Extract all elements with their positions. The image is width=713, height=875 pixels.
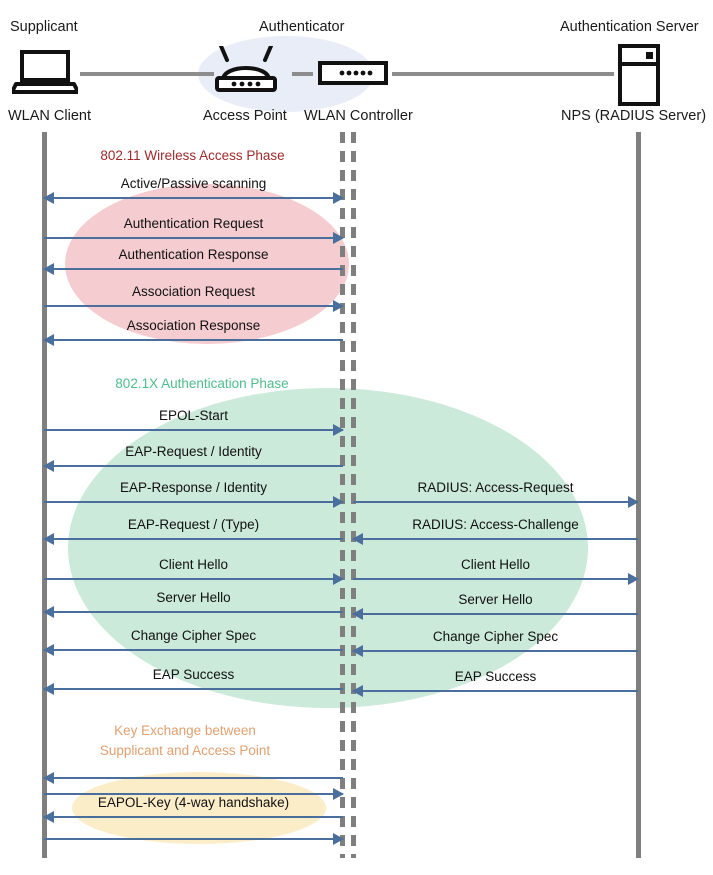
arrowhead-left-icon xyxy=(43,192,54,204)
arrow-line xyxy=(44,197,343,199)
message-label: EAP-Request / (Type) xyxy=(127,517,260,532)
wire-client-to-ap xyxy=(80,72,214,76)
actor-role-authentication-server: Authentication Server xyxy=(560,19,699,35)
actor-name-wlan-client: WLAN Client xyxy=(8,108,91,124)
access-point-icon xyxy=(215,44,277,99)
actor-name-wlan-controller: WLAN Controller xyxy=(304,108,413,124)
lifeline-supplicant xyxy=(42,132,47,858)
arrow-line xyxy=(44,777,343,779)
laptop-icon xyxy=(10,50,80,99)
message-label: Active/Passive scanning xyxy=(120,176,267,191)
arrowhead-left-icon xyxy=(43,334,54,346)
arrow-line xyxy=(44,268,343,270)
lifeline-authentication-server xyxy=(636,132,641,858)
message-label: EPOL-Start xyxy=(158,408,229,423)
arrowhead-left-icon xyxy=(43,606,54,618)
message-label: Change Cipher Spec xyxy=(432,629,559,644)
arrowhead-left-icon xyxy=(43,460,54,472)
message-label: Server Hello xyxy=(156,590,231,605)
arrowhead-left-icon xyxy=(43,644,54,656)
phase-label-8021x: 802.1X Authentication Phase xyxy=(115,376,289,391)
arrow-line xyxy=(44,793,343,795)
arrow-line xyxy=(44,538,343,540)
arrowhead-left-icon xyxy=(352,685,363,697)
arrow-line xyxy=(353,501,638,503)
message-label: RADIUS: Access-Request xyxy=(417,480,574,495)
phase-ellipse-keyexchange xyxy=(72,772,326,844)
arrowhead-right-icon xyxy=(333,300,344,312)
lifeline-authenticator-b xyxy=(351,132,356,858)
arrowhead-left-icon xyxy=(352,608,363,620)
arrowhead-left-icon xyxy=(352,533,363,545)
arrow-line xyxy=(44,816,343,818)
arrowhead-right-icon xyxy=(333,192,344,204)
actor-role-authenticator: Authenticator xyxy=(259,19,345,35)
message-label: Authentication Response xyxy=(118,247,269,262)
arrow-line xyxy=(44,237,343,239)
message-label: EAP Success xyxy=(454,669,537,684)
arrowhead-left-icon xyxy=(43,683,54,695)
arrow-line xyxy=(353,650,638,652)
arrow-line xyxy=(353,690,638,692)
phase-label-keyexchange: Key Exchange between Supplicant and Acce… xyxy=(99,723,271,758)
arrowhead-right-icon xyxy=(333,232,344,244)
arrowhead-right-icon xyxy=(333,573,344,585)
wire-controller-to-server xyxy=(392,72,614,76)
message-label: RADIUS: Access-Challenge xyxy=(412,517,579,532)
arrowhead-right-icon xyxy=(333,788,344,800)
message-label: EAPOL-Key (4-way handshake) xyxy=(97,795,290,810)
message-label: Change Cipher Spec xyxy=(130,628,257,643)
message-label: Association Request xyxy=(131,284,256,299)
arrow-line xyxy=(44,838,343,840)
arrow-line xyxy=(353,538,638,540)
phase-label-80211: 802.11 Wireless Access Phase xyxy=(100,148,285,163)
arrowhead-left-icon xyxy=(43,263,54,275)
message-label: Authentication Request xyxy=(123,216,264,231)
arrow-line xyxy=(353,578,638,580)
arrowhead-left-icon xyxy=(43,533,54,545)
message-label: Server Hello xyxy=(458,592,533,607)
lifeline-authenticator-a xyxy=(340,132,345,858)
arrowhead-right-icon xyxy=(628,496,639,508)
wlan-controller-icon xyxy=(318,61,388,90)
arrow-line xyxy=(44,649,343,651)
arrow-line xyxy=(44,688,343,690)
arrowhead-right-icon xyxy=(628,573,639,585)
arrowhead-right-icon xyxy=(333,424,344,436)
message-label: Association Response xyxy=(126,318,261,333)
arrow-line xyxy=(44,501,343,503)
actor-name-access-point: Access Point xyxy=(203,108,287,124)
arrow-line xyxy=(353,613,638,615)
arrow-line xyxy=(44,465,343,467)
arrowhead-left-icon xyxy=(43,811,54,823)
arrow-line xyxy=(44,578,343,580)
message-label: EAP-Response / Identity xyxy=(119,480,268,495)
arrowhead-left-icon xyxy=(43,772,54,784)
arrow-line xyxy=(44,611,343,613)
arrowhead-right-icon xyxy=(333,833,344,845)
actor-name-nps-radius-server: NPS (RADIUS Server) xyxy=(561,108,707,124)
server-icon xyxy=(618,44,660,111)
message-label: Client Hello xyxy=(460,557,531,572)
message-label: EAP Success xyxy=(152,667,235,682)
phase-ellipse-8021x xyxy=(68,388,588,708)
arrowhead-left-icon xyxy=(352,645,363,657)
message-label: EAP-Request / Identity xyxy=(125,444,262,459)
arrow-line xyxy=(44,305,343,307)
wire-ap-to-controller xyxy=(292,72,313,76)
arrow-line xyxy=(44,339,343,341)
arrow-line xyxy=(44,429,343,431)
phase-ellipse-80211 xyxy=(65,184,349,344)
message-label: Client Hello xyxy=(158,557,229,572)
actor-role-supplicant: Supplicant xyxy=(10,19,78,35)
arrowhead-right-icon xyxy=(333,496,344,508)
